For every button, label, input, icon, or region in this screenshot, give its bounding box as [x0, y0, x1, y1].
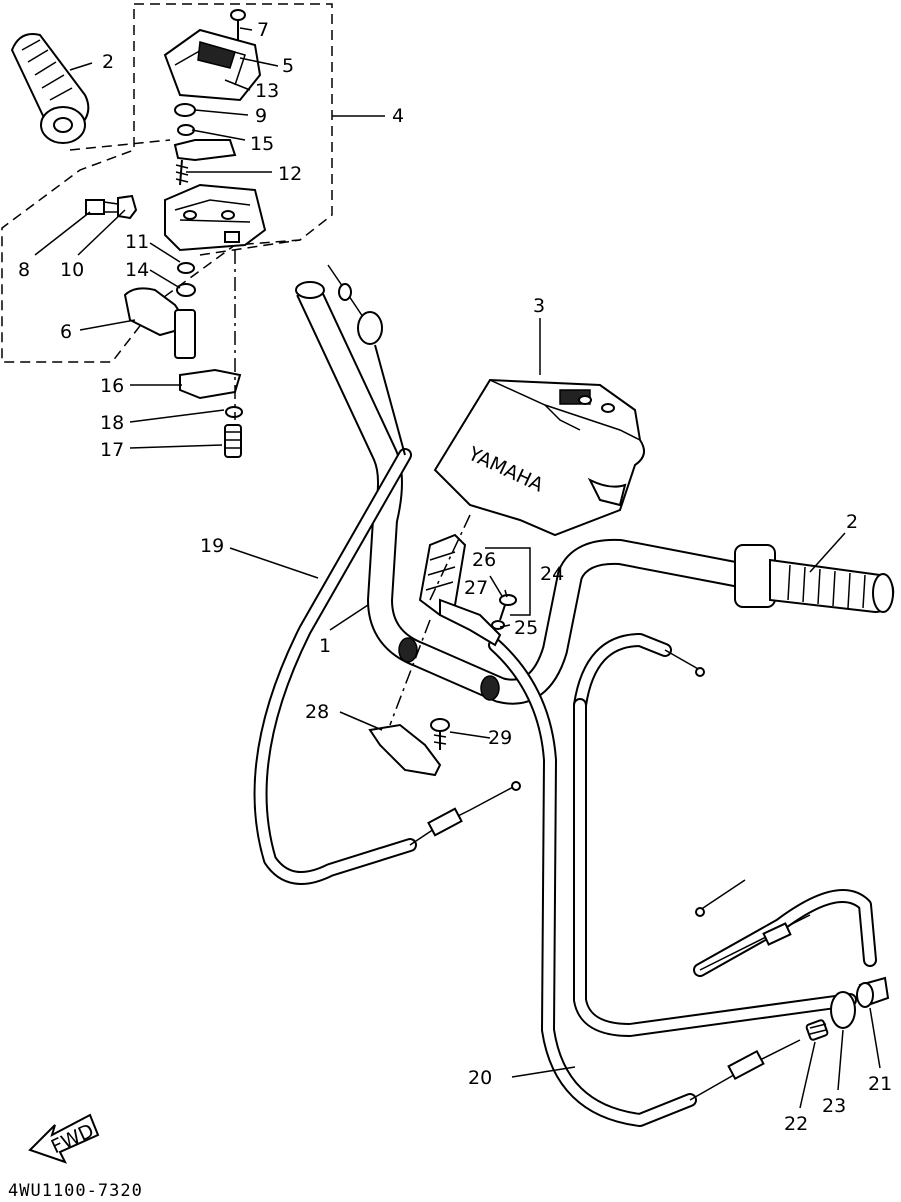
callout-3: 3 [533, 295, 545, 317]
brake-cable [488, 633, 877, 1127]
small-parts-right [805, 976, 890, 1041]
diagram-code: 4WU1100-7320 [8, 1181, 143, 1201]
callout-26: 26 [472, 549, 496, 571]
callout-25: 25 [514, 617, 538, 639]
throttle-housing [163, 28, 267, 252]
throttle-cable [253, 264, 521, 885]
callout-21: 21 [868, 1073, 892, 1095]
callout-24: 24 [540, 563, 564, 585]
callout-29: 29 [488, 727, 512, 749]
throttle-assembly-boundary [1, 3, 333, 363]
callout-7: 7 [257, 19, 269, 41]
callout-27: 27 [464, 577, 488, 599]
callout-2-right: 2 [846, 511, 858, 533]
callout-labels: 1 2 2 3 4 5 6 7 8 9 10 11 12 13 14 15 16… [18, 19, 892, 1135]
callout-4: 4 [392, 105, 404, 127]
leader-lines [34, 27, 881, 1109]
callout-13: 13 [255, 80, 279, 102]
callout-17: 17 [100, 439, 124, 461]
callout-22: 22 [784, 1113, 808, 1135]
callout-10: 10 [60, 259, 84, 281]
left-grip [10, 33, 90, 144]
small-parts-left [85, 9, 246, 458]
handlebar-cover: YAMAHA [433, 378, 645, 537]
callout-11: 11 [125, 231, 149, 253]
callout-1: 1 [319, 635, 331, 657]
right-grip [734, 544, 895, 614]
callout-16: 16 [100, 375, 124, 397]
callout-15: 15 [250, 133, 274, 155]
callout-18: 18 [100, 412, 124, 434]
callout-20: 20 [468, 1067, 492, 1089]
callout-8: 8 [18, 259, 30, 281]
callout-19: 19 [200, 535, 224, 557]
brake-lever-assembly [368, 514, 531, 777]
callout-12: 12 [278, 163, 302, 185]
callout-9: 9 [255, 105, 267, 127]
callout-23: 23 [822, 1095, 846, 1117]
fwd-arrow-icon: FWD [28, 1113, 100, 1164]
callout-14: 14 [125, 259, 149, 281]
callout-2-left: 2 [102, 51, 114, 73]
callout-5: 5 [282, 55, 294, 77]
callout-6: 6 [60, 321, 72, 343]
callout-28: 28 [305, 701, 329, 723]
